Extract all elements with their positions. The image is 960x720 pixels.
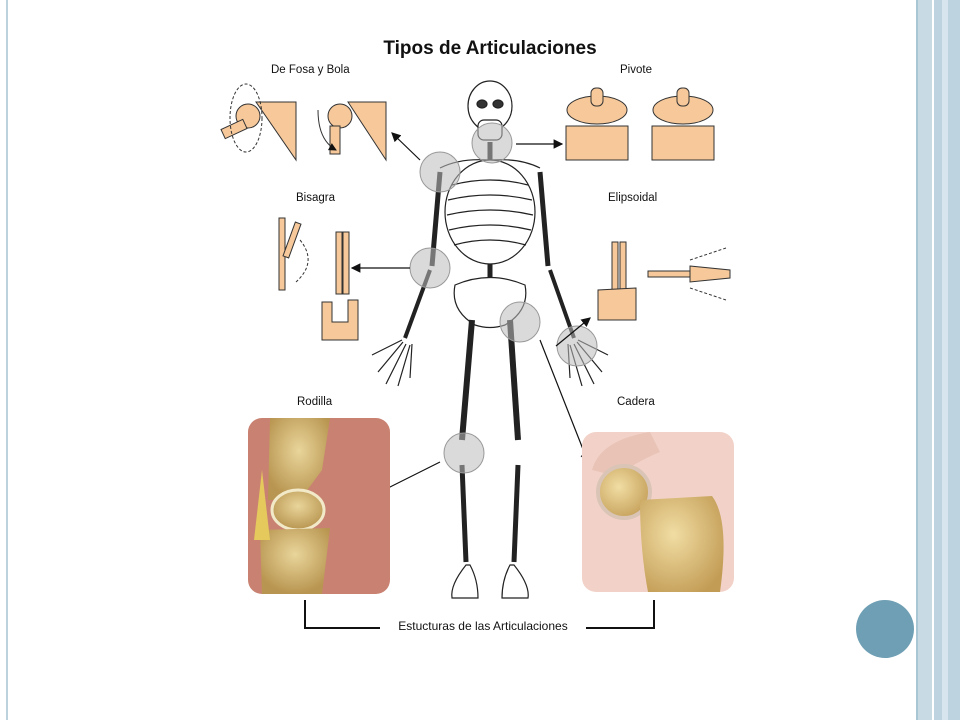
label-hip: Cadera [617, 396, 655, 408]
joint-highlights [409, 122, 598, 474]
label-knee: Rodilla [297, 396, 333, 408]
pivot-illustration [565, 87, 715, 161]
ball-socket-illustration [220, 83, 387, 162]
slide-right-border-stripe [942, 0, 948, 720]
label-hinge: Bisagra [296, 192, 335, 204]
knee-illustration [248, 418, 390, 594]
bracket-caption: Estucturas de las Articulaciones [380, 619, 586, 633]
decorative-dot [856, 600, 914, 658]
ellipsoid-illustration [597, 241, 731, 321]
hip-illustration [582, 432, 734, 592]
diagram-title: Tipos de Articulaciones [383, 38, 597, 59]
hinge-illustration [278, 217, 359, 341]
label-ball-socket: De Fosa y Bola [271, 64, 350, 76]
slide-left-border [6, 0, 8, 720]
label-pivot: Pivote [620, 64, 652, 76]
label-ellipsoid: Elipsoidal [608, 192, 658, 204]
slide-right-border [916, 0, 932, 720]
